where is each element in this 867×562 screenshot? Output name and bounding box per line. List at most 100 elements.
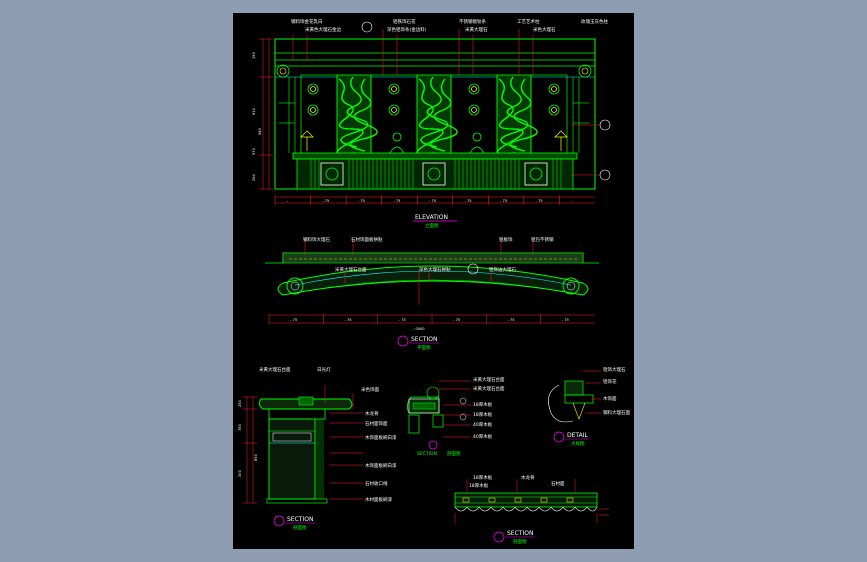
- detail-e-callout-2: 木饰面: [603, 395, 617, 402]
- detail-e-callout-0: 铝饰大理石: [603, 366, 626, 373]
- elev-side-dim-2: 940: [258, 127, 262, 135]
- elev-callout-8: 米色大理石: [533, 26, 556, 33]
- plan-callout-6: 铝饰边大理石: [489, 266, 516, 273]
- sec-d-callout-5: 40厚木板: [473, 433, 493, 440]
- sec-a-callout-1: 日光灯: [317, 366, 331, 373]
- lamp-left-icon: [300, 130, 314, 151]
- elevation-subtitle: 立面图: [425, 222, 439, 229]
- sec-f-title: SECTION: [507, 530, 533, 537]
- sec-a-callout-7: 石材收口线: [365, 480, 388, 487]
- sec-f-callout-0: 18厚木板: [473, 474, 493, 481]
- sec-a-side-dim-1: 780: [238, 423, 242, 431]
- detail-e-subtitle: 大样图: [571, 440, 585, 447]
- elev-bottom-dim-label: -: [571, 199, 573, 203]
- section-marker-top-icon: [361, 21, 373, 33]
- detail-e-callout-3: 钢料大理石面: [603, 409, 630, 416]
- section-d-view: 米黄大理石台面 米黄大理石台面 18厚木板 18厚木板 40厚木板 40厚木板: [407, 376, 505, 440]
- plan-callout-5: 深色大理石拼贴: [419, 266, 451, 273]
- sec-d-callout-0: 米黄大理石台面: [473, 376, 505, 383]
- elev-callout-5: 米黄大理石: [465, 26, 488, 33]
- figure-right: [468, 132, 486, 156]
- carved-panel-center: [416, 74, 458, 156]
- plan-total-dim: - 0000: [413, 327, 425, 331]
- elev-bottom-dim-label: - 75: [429, 199, 436, 203]
- sec-d-callout-1: 米黄大理石台面: [473, 385, 505, 392]
- elevation-view: 钢料饰金花乳白 米黄色大理石金边 铝铁饰石花 深色铝饰条(金边料) 不锈钢镀钛条…: [252, 18, 611, 229]
- plan-bottom-dim-label: - 75: [508, 318, 515, 322]
- elev-bottom-dim-label: - 75: [322, 199, 329, 203]
- elev-callout-2: 铝铁饰石花: [393, 18, 416, 25]
- sec-a-callout-5: 木饰面板刷白漆: [365, 434, 397, 441]
- plan-view: 钢料饰大理石 石材饰面板拼贴 铝板饰 铝包不锈钢 米黄大理石台面 深色大理石拼贴…: [265, 236, 599, 351]
- rosette-left-icon: [276, 64, 290, 78]
- sec-f-callout-1: 木龙骨: [521, 474, 535, 481]
- elev-bottom-dim-label: - 75: [465, 199, 472, 203]
- plan-column-right-icon: [562, 277, 580, 295]
- elev-callout-7: 玫瑰玉灰色柱: [581, 18, 608, 25]
- detail-e-title: DETAIL: [567, 432, 588, 439]
- plan-bottom-dim-label: - 75: [562, 318, 569, 322]
- sec-a-side-dim-2: 300: [238, 469, 242, 477]
- sec-f-callout-2: 石材面: [551, 480, 565, 487]
- elev-side-dim-3: 570: [252, 147, 256, 155]
- sec-f-subtitle: 剖面图: [513, 538, 527, 545]
- plan-callout-0: 钢料饰大理石: [303, 236, 330, 243]
- sec-d-callout-2: 18厚木板: [473, 401, 493, 408]
- plan-bottom-dim-label: - 75: [345, 318, 352, 322]
- counter-curve-outer: [277, 265, 589, 296]
- sec-f-title-marker-icon: [493, 531, 505, 543]
- sec-a-callout-6: 木饰面板刷白漆: [365, 462, 397, 469]
- plan-bottom-dim-label: - 75: [399, 318, 406, 322]
- plan-bottom-dim-label: - 75: [290, 318, 297, 322]
- elev-callout-3: 深色铝饰条(金边料): [387, 26, 427, 33]
- plan-bottom-dim-label: - 75: [453, 318, 460, 322]
- plan-callout-3: 铝包不锈钢: [531, 236, 554, 243]
- elev-bottom-dim-label: - 75: [358, 199, 365, 203]
- detail-e-view: 铝饰大理石 铝饰花 木饰面 钢料大理石面 DETAIL 大样图: [548, 366, 630, 447]
- reception-counter: [292, 152, 578, 190]
- sec-a-callout-8: 木材面板刷漆: [365, 496, 392, 503]
- plan-callout-1: 石材饰面板拼贴: [351, 236, 383, 243]
- plan-callout-4: 米黄大理石台面: [335, 266, 367, 273]
- sec-f-callout-3: 18厚木板: [469, 482, 489, 489]
- plan-subtitle: 平面图: [417, 345, 431, 351]
- section-f-view: 18厚木板 木龙骨 石材面 18厚木板 SECTION 剖面图: [454, 474, 609, 545]
- sec-d-title-marker-icon: [428, 440, 438, 450]
- plan-title-marker-icon: [397, 335, 409, 347]
- elev-bottom-dim-label: - 75: [500, 199, 507, 203]
- elev-callout-1: 米黄色大理石金边: [305, 26, 341, 33]
- detail-e-title-marker-icon: [553, 431, 565, 443]
- carved-panel-right: [496, 74, 538, 156]
- sec-d-subtitle: 剖面图: [447, 450, 461, 457]
- section-marker-right-lower-icon: [599, 169, 611, 181]
- figure-left: [388, 132, 406, 156]
- elev-bottom-dim-label: -: [287, 199, 289, 203]
- drawing-sheet: 钢料饰金花乳白 米黄色大理石金边 铝铁饰石花 深色铝饰条(金边料) 不锈钢镀钛条…: [233, 13, 634, 549]
- detail-e-callout-1: 铝饰花: [603, 378, 617, 385]
- elev-side-dim-1: 610: [252, 107, 256, 115]
- lamp-right-icon: [554, 130, 568, 151]
- elev-bottom-dim-label: - 75: [393, 199, 400, 203]
- sec-a-side-dim-3: 850: [254, 453, 258, 461]
- section-a-view: 250 780 300 850 米黄大理石台面 日光灯 米色饰面 木龙骨 石材面…: [238, 366, 397, 531]
- rosette-right-icon: [578, 64, 592, 78]
- sec-a-callout-0: 米黄大理石台面: [259, 366, 291, 373]
- plan-section-marker-icon: [467, 263, 479, 275]
- plan-callout-2: 铝板饰: [499, 236, 513, 243]
- sec-a-subtitle: 剖面图: [293, 524, 307, 531]
- section-marker-right-upper-icon: [599, 119, 611, 131]
- elevation-title: ELEVATION: [415, 214, 448, 221]
- plan-title: SECTION: [411, 336, 437, 343]
- sec-a-callout-3: 木龙骨: [365, 410, 379, 417]
- sec-d-title: SECTION: [417, 451, 437, 457]
- cad-drawing: 钢料饰金花乳白 米黄色大理石金边 铝铁饰石花 深色铝饰条(金边料) 不锈钢镀钛条…: [238, 18, 630, 545]
- elev-side-dim-0: 150: [252, 51, 256, 59]
- sec-d-callout-4: 40厚木板: [473, 421, 493, 428]
- sec-a-title-marker-icon: [273, 515, 285, 527]
- plan-column-left-icon: [286, 277, 304, 295]
- medallions: [307, 83, 560, 116]
- elev-callout-0: 钢料饰金花乳白: [291, 18, 323, 25]
- elev-callout-6: 工艺艺术柱: [517, 18, 540, 25]
- sec-a-callout-4: 石材面饰面: [365, 420, 388, 427]
- elev-callout-4: 不锈钢镀钛条: [459, 18, 486, 25]
